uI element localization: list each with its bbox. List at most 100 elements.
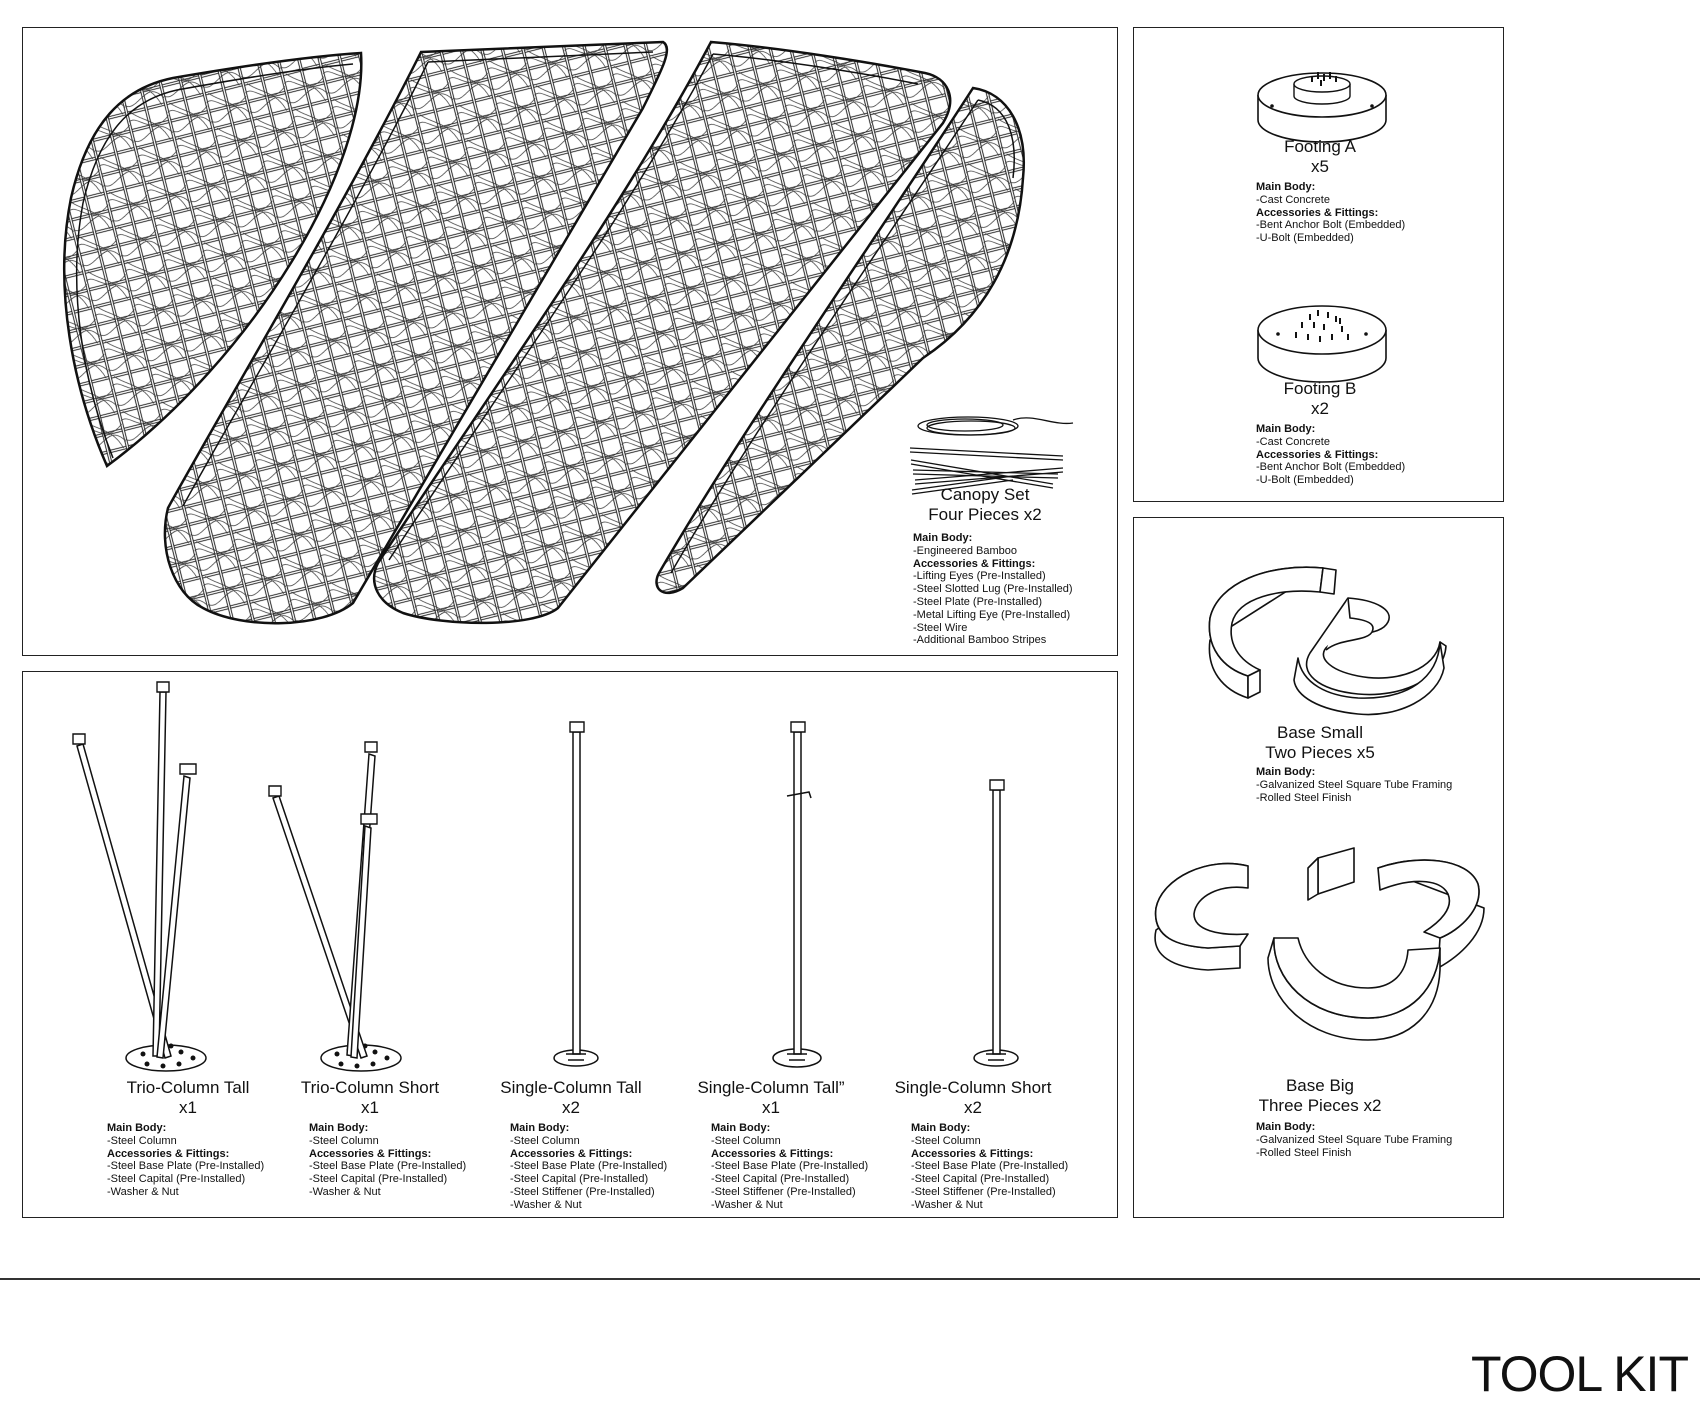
- item-name: Footing B: [1283, 379, 1357, 398]
- spec-line: -Additional Bamboo Stripes: [913, 634, 1047, 647]
- spec-line: -U-Bolt (Embedded): [1256, 232, 1354, 245]
- item-name: Single-Column Short: [894, 1078, 1052, 1097]
- item-quantity: x5: [1311, 157, 1329, 176]
- base-big-spec: Main Body: -Galvanized Steel Square Tube…: [1256, 1121, 1452, 1159]
- single-column-short-drawing: [956, 682, 1036, 1082]
- item-name: Canopy Set: [940, 485, 1030, 504]
- spec-heading: Main Body:: [1256, 181, 1316, 193]
- spec-heading: Accessories & Fittings:: [1256, 206, 1379, 219]
- single-column-tall-variant-label: Single-Column Tall” x1: [671, 1078, 871, 1118]
- spec-heading: Main Body:: [1256, 1121, 1316, 1133]
- item-name: Trio-Column Short: [300, 1078, 440, 1097]
- footing-a-label: Footing A x5: [1220, 137, 1420, 177]
- spec-line: -Steel Column: [510, 1134, 580, 1147]
- spec-line: -Washer & Nut: [510, 1198, 582, 1211]
- page-title: TOOL KIT: [1470, 1346, 1689, 1402]
- footing-b-label: Footing B x2: [1220, 379, 1420, 419]
- spec-heading: Accessories & Fittings:: [309, 1147, 432, 1160]
- footings-panel: Footing A x5 Main Body: -Cast Concrete A…: [1133, 27, 1504, 502]
- item-quantity: x2: [562, 1098, 580, 1117]
- spec-heading: Main Body:: [1256, 766, 1316, 778]
- single-column-tall-variant-spec: Main Body: -Steel Column Accessories & F…: [711, 1122, 868, 1212]
- spec-line: -Bent Anchor Bolt (Embedded): [1256, 219, 1406, 232]
- spec-line: -Metal Lifting Eye (Pre-Installed): [913, 608, 1071, 621]
- canopy-drawing: [23, 28, 1119, 657]
- item-quantity: x1: [361, 1098, 379, 1117]
- spec-line: -Steel Base Plate (Pre-Installed): [510, 1160, 668, 1173]
- spec-line: -Steel Base Plate (Pre-Installed): [107, 1160, 265, 1173]
- canopy-label: Canopy Set Four Pieces x2: [885, 485, 1085, 525]
- spec-line: -Galvanized Steel Square Tube Framing: [1256, 1133, 1453, 1146]
- spec-line: -Washer & Nut: [711, 1198, 783, 1211]
- bases-panel: Base Small Two Pieces x5 Main Body: -Gal…: [1133, 517, 1504, 1218]
- base-small-drawing: [1198, 558, 1458, 728]
- canopy-piece-2: [165, 42, 667, 623]
- item-quantity: x2: [964, 1098, 982, 1117]
- spec-line: -Steel Capital (Pre-Installed): [711, 1173, 850, 1186]
- spec-line: -Rolled Steel Finish: [1256, 791, 1352, 804]
- single-column-short-spec: Main Body: -Steel Column Accessories & F…: [911, 1122, 1068, 1212]
- spec-heading: Main Body:: [911, 1122, 971, 1134]
- footing-a-spec: Main Body: -Cast Concrete Accessories & …: [1256, 181, 1405, 245]
- spec-line: -Steel Column: [309, 1134, 379, 1147]
- trio-column-tall-label: Trio-Column Tall x1: [88, 1078, 288, 1118]
- item-quantity: Four Pieces x2: [928, 505, 1042, 524]
- spec-heading: Accessories & Fittings:: [911, 1147, 1034, 1160]
- spec-heading: Accessories & Fittings:: [711, 1147, 834, 1160]
- spec-line: -Steel Slotted Lug (Pre-Installed): [913, 583, 1073, 596]
- single-column-short-label: Single-Column Short x2: [873, 1078, 1073, 1118]
- canopy-piece-3: [374, 42, 950, 623]
- spec-line: -Steel Stiffener (Pre-Installed): [911, 1185, 1056, 1198]
- spec-heading: Main Body:: [913, 532, 973, 544]
- single-column-tall-label: Single-Column Tall x2: [471, 1078, 671, 1118]
- spec-line: -Steel Column: [911, 1134, 981, 1147]
- trio-column-tall-drawing: [63, 682, 263, 1082]
- item-name: Single-Column Tall”: [697, 1078, 845, 1097]
- spec-line: -Steel Base Plate (Pre-Installed): [309, 1160, 467, 1173]
- spec-heading: Main Body:: [309, 1122, 369, 1134]
- spec-heading: Main Body:: [711, 1122, 771, 1134]
- spec-line: -U-Bolt (Embedded): [1256, 474, 1354, 487]
- spec-line: -Steel Capital (Pre-Installed): [309, 1173, 448, 1186]
- spec-line: -Steel Column: [711, 1134, 781, 1147]
- spec-line: -Steel Base Plate (Pre-Installed): [911, 1160, 1069, 1173]
- spec-line: -Steel Capital (Pre-Installed): [107, 1173, 246, 1186]
- item-name: Base Big: [1285, 1076, 1355, 1095]
- trio-column-tall-spec: Main Body: -Steel Column Accessories & F…: [107, 1122, 264, 1199]
- single-column-tall-variant-drawing: [757, 682, 837, 1082]
- item-name: Footing A: [1284, 137, 1356, 156]
- spec-heading: Accessories & Fittings:: [913, 557, 1036, 570]
- spec-line: -Washer & Nut: [107, 1185, 179, 1198]
- spec-line: -Galvanized Steel Square Tube Framing: [1256, 778, 1453, 791]
- item-name: Trio-Column Tall: [126, 1078, 250, 1097]
- base-big-label: Base Big Three Pieces x2: [1220, 1076, 1420, 1116]
- spec-line: -Steel Wire: [913, 621, 968, 634]
- footer-divider: [0, 1278, 1700, 1280]
- item-quantity: x1: [179, 1098, 197, 1117]
- base-small-label: Base Small Two Pieces x5: [1220, 723, 1420, 763]
- spec-heading: Main Body:: [107, 1122, 167, 1134]
- spec-line: -Bent Anchor Bolt (Embedded): [1256, 461, 1406, 474]
- spec-heading: Accessories & Fittings:: [1256, 448, 1379, 461]
- spec-line: -Steel Stiffener (Pre-Installed): [711, 1185, 856, 1198]
- canopy-panel: Canopy Set Four Pieces x2 Main Body: -En…: [22, 27, 1118, 656]
- item-quantity: x1: [762, 1098, 780, 1117]
- item-quantity: Two Pieces x5: [1265, 743, 1375, 762]
- item-name: Single-Column Tall: [500, 1078, 642, 1097]
- spec-line: -Engineered Bamboo: [913, 544, 1017, 557]
- base-big-drawing: [1148, 838, 1488, 1068]
- trio-column-short-label: Trio-Column Short x1: [270, 1078, 470, 1118]
- trio-column-short-drawing: [253, 682, 453, 1082]
- canopy-spec: Main Body: -Engineered Bamboo Accessorie…: [913, 532, 1073, 647]
- spec-line: -Steel Capital (Pre-Installed): [510, 1173, 649, 1186]
- canopy-piece-4: [656, 88, 1023, 593]
- single-column-tall-spec: Main Body: -Steel Column Accessories & F…: [510, 1122, 667, 1212]
- spec-line: -Washer & Nut: [309, 1185, 381, 1198]
- spec-line: -Steel Capital (Pre-Installed): [911, 1173, 1050, 1186]
- item-quantity: x2: [1311, 399, 1329, 418]
- spec-line: -Rolled Steel Finish: [1256, 1146, 1352, 1159]
- spec-line: -Cast Concrete: [1256, 193, 1330, 206]
- base-small-spec: Main Body: -Galvanized Steel Square Tube…: [1256, 766, 1452, 804]
- spec-line: -Washer & Nut: [911, 1198, 983, 1211]
- spec-line: -Cast Concrete: [1256, 435, 1330, 448]
